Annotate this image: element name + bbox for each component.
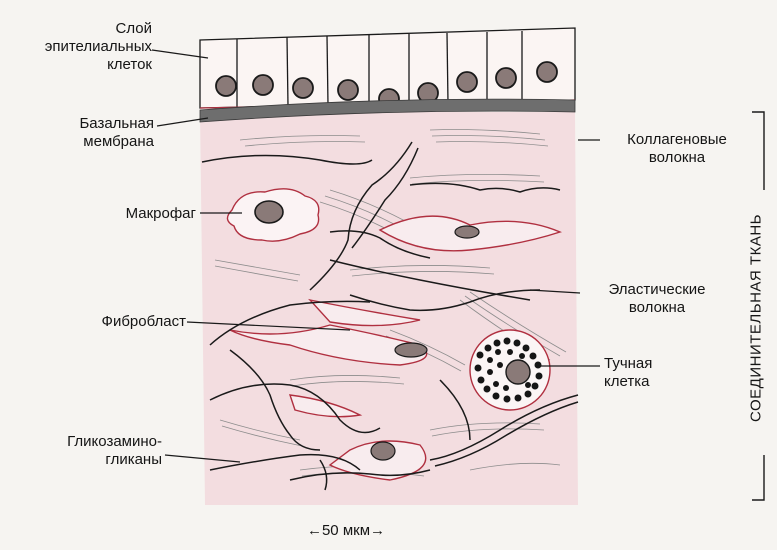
label-basal-membrane: Базальная мембрана [30,115,154,151]
scale-bar-label: ←50 мкм→ [286,522,406,539]
label-fibroblast: Фибробласт [76,313,186,331]
macrophage-cell [227,189,318,241]
connective-tissue-label: СОЕДИНИТЕЛЬНАЯ ТКАНЬ [748,214,765,422]
label-glycosaminoglycans: Гликозамино- гликаны [22,433,162,469]
label-epithelial-layer: Слой эпителиальных клеток [18,20,152,74]
label-mast-cell: Тучная клетка [604,355,684,391]
label-macrophage: Макрофаг [96,205,196,223]
label-elastic-fibers: Эластические волокна [582,281,732,317]
label-collagen-fibers: Коллагеновые волокна [602,131,752,167]
mast-cell [470,330,550,410]
